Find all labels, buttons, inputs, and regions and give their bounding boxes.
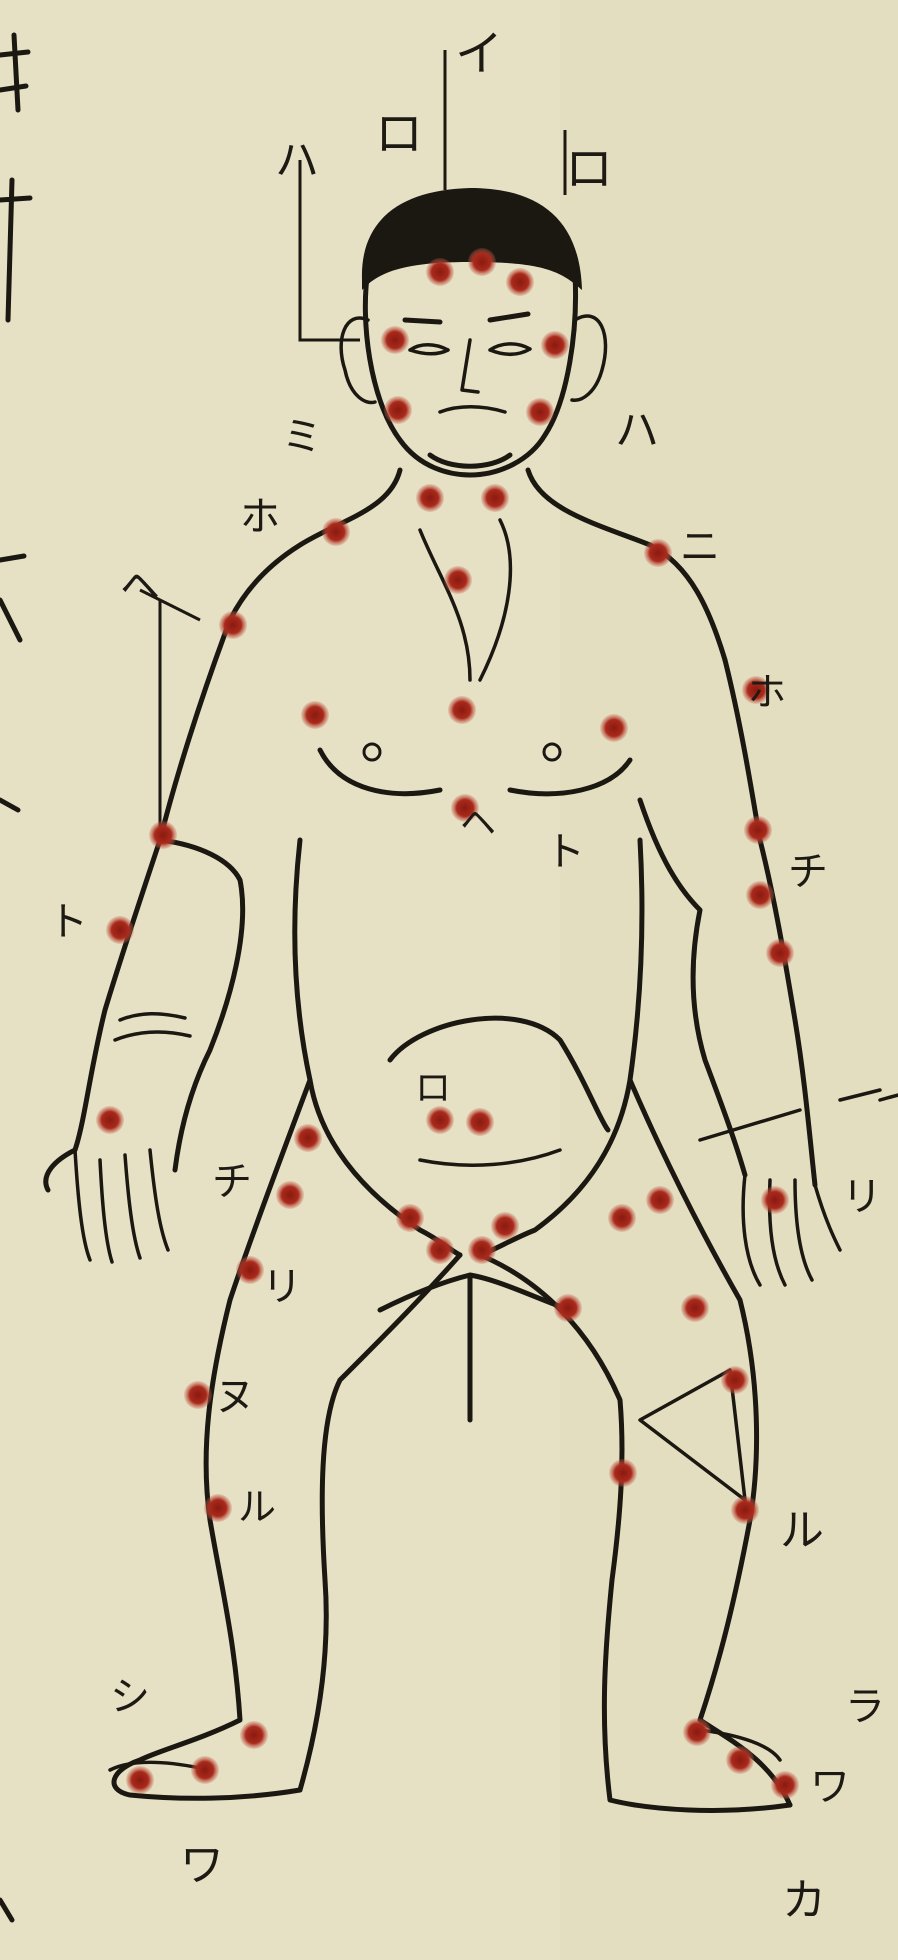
label-arm-to-left: ト — [48, 899, 88, 945]
acupoint-dot — [468, 1236, 496, 1264]
acupoint-dot — [236, 1256, 264, 1284]
label-shoulder-ho-left: ホ — [240, 494, 280, 540]
acupoint-dot — [191, 1756, 219, 1784]
acupoint-dot — [646, 1186, 674, 1214]
label-hand-ri-right: リ — [842, 1174, 882, 1220]
acupoint-dot — [204, 1494, 232, 1522]
acupoint-dot — [468, 248, 496, 276]
acupoint-dot — [491, 1212, 519, 1240]
acupoint-dot — [219, 611, 247, 639]
acupoint-dot — [608, 1204, 636, 1232]
label-shin-ru-left: ル — [238, 1485, 276, 1529]
acupoint-dot — [426, 1106, 454, 1134]
label-head-right: ロ — [565, 141, 613, 197]
label-shin-ru-right: ル — [780, 1505, 824, 1556]
acupoint-dot — [609, 1459, 637, 1487]
acupoint-dot — [149, 821, 177, 849]
acupoint-dot — [426, 258, 454, 286]
label-foot-wa-right: ワ — [810, 1764, 850, 1810]
acupoint-dot — [526, 398, 554, 426]
label-foot-ra-right: ラ — [845, 1684, 885, 1730]
acupoint-dot — [126, 1766, 154, 1794]
acupoint-dot — [381, 326, 409, 354]
label-navel-text: ロ — [415, 1068, 451, 1109]
acupoint-dot — [481, 484, 509, 512]
label-elbow-chi-right: チ — [788, 849, 828, 895]
label-arm-ho-right: ホ — [748, 670, 786, 714]
acupoint-dot — [184, 1381, 212, 1409]
acupoint-dot — [416, 484, 444, 512]
acupoint-dot — [554, 1294, 582, 1322]
acupoint-dot — [681, 1294, 709, 1322]
acupoint-dot — [276, 1181, 304, 1209]
acupoint-dot — [444, 566, 472, 594]
label-ear-left: ハ — [275, 135, 319, 186]
label-knee-nu-left: ヌ — [215, 1374, 255, 1420]
label-thigh-ri-left: リ — [262, 1264, 302, 1310]
label-top-head: イ — [455, 26, 503, 82]
label-head-left: ロ — [375, 106, 423, 162]
acupoint-dot — [384, 396, 412, 424]
acupoint-dot — [506, 268, 534, 296]
acupoint-dot — [731, 1496, 759, 1524]
acupoint-dot — [541, 331, 569, 359]
acupoint-dot — [294, 1124, 322, 1152]
acupoint-dot — [746, 881, 774, 909]
acupoint-dot — [466, 1108, 494, 1136]
label-shoulder-mi: ミ — [282, 414, 322, 460]
acupoint-dot — [683, 1718, 711, 1746]
acupoint-dot — [396, 1204, 424, 1232]
label-chest-text: ヘ — [460, 803, 496, 844]
acupoint-dot — [106, 916, 134, 944]
acupoint-dot — [301, 701, 329, 729]
acupoint-dot — [240, 1721, 268, 1749]
acupoint-dot — [426, 1236, 454, 1264]
acupoint-dot — [766, 939, 794, 967]
acupoint-dot — [761, 1186, 789, 1214]
acupoint-dot — [644, 539, 672, 567]
acupoint-dot — [744, 816, 772, 844]
acupoint-dot — [600, 714, 628, 742]
acupoint-dot — [771, 1771, 799, 1799]
acupoint-dot — [721, 1366, 749, 1394]
acupoint-dot — [726, 1746, 754, 1774]
acupoint-dot — [322, 518, 350, 546]
label-thigh-chi-left: チ — [212, 1159, 252, 1205]
label-shoulder-ni-right: ニ — [680, 524, 720, 570]
label-arm-he-left: ヘ — [120, 564, 160, 610]
paper-stain — [560, 0, 898, 1960]
label-ankle-shi-left: シ — [110, 1674, 150, 1720]
label-foot-wa-left: ワ — [180, 1840, 224, 1891]
label-belly-text: ト — [545, 829, 585, 875]
acupoint-dot — [448, 696, 476, 724]
label-foot-ka-right: カ — [782, 1875, 826, 1926]
label-ear-right: ハ — [615, 405, 659, 456]
acupoint-dot — [96, 1106, 124, 1134]
